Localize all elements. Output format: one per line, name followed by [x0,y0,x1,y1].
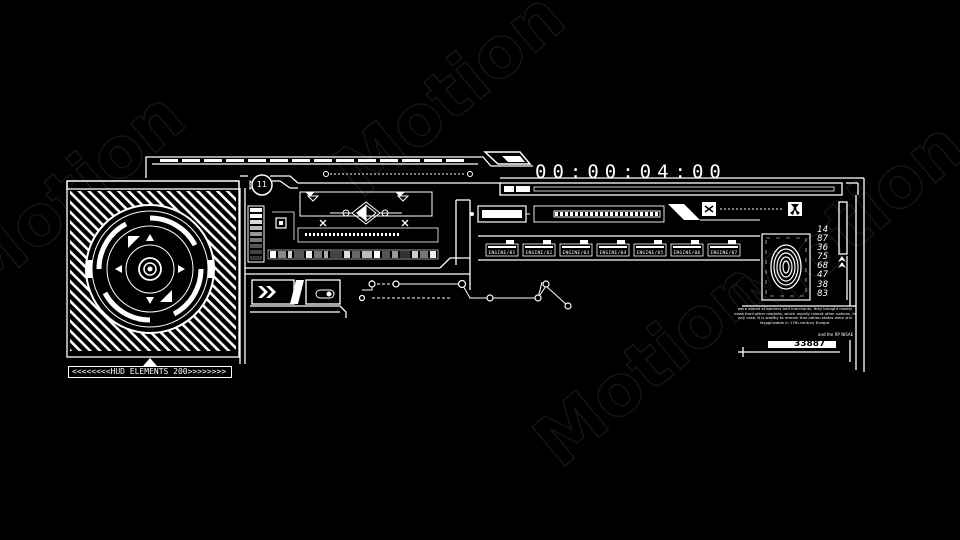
radiation-icon [788,202,802,216]
engine-label: ENGINE/06 [673,250,700,256]
engine-module: ENGINE/07 [707,240,741,257]
radar-panel [66,180,240,370]
info-paragraph: were aimed at bankers and merchants, the… [734,306,856,325]
engine-module: ENGINE/02 [522,240,556,257]
counter-value: 33887 [794,339,826,349]
fingerprint-icon [761,233,811,301]
number-item: 87 [817,234,828,245]
number-item: 14 [817,225,828,235]
number-item: 36 [817,243,828,254]
footer-label: <<<<<<<<HUD ELEMENTS 200>>>>>>>> [72,367,227,376]
info-note: and the RP NISAE [818,332,854,337]
engine-module: ENGINE/06 [670,240,704,257]
number-item: 83 [817,288,828,299]
badge-circle [249,174,298,196]
engine-label: ENGINE/07 [710,250,737,256]
number-item: 68 [817,261,828,272]
number-item: 38 [817,279,828,290]
footer-label-frame [68,366,232,378]
engine-label: ENGINE/01 [488,250,515,256]
engine-label: ENGINE/02 [525,250,552,256]
engines-row: ENGINE/01 ENGINE/02 ENGINE/03 ENGINE/04 ENGI… [485,240,741,257]
engine-module: ENGINE/05 [633,240,667,257]
engine-label: ENGINE/03 [562,250,589,256]
engine-label: ENGINE/05 [636,250,663,256]
engine-module: ENGINE/03 [559,240,593,257]
badge-number: 11 [256,180,268,189]
chevron-block [251,279,341,305]
number-item: 75 [817,252,828,263]
timer-display: 00:00:04:00 [535,161,727,183]
engine-module: ENGINE/01 [485,240,519,257]
shuffle-icon [702,202,716,216]
grayscale-strip [267,249,439,260]
number-list: 14 87 36 75 68 47 38 83 [806,225,828,299]
engine-module: ENGINE/04 [596,240,630,257]
engine-label: ENGINE/04 [599,250,626,256]
number-item: 47 [817,270,828,281]
